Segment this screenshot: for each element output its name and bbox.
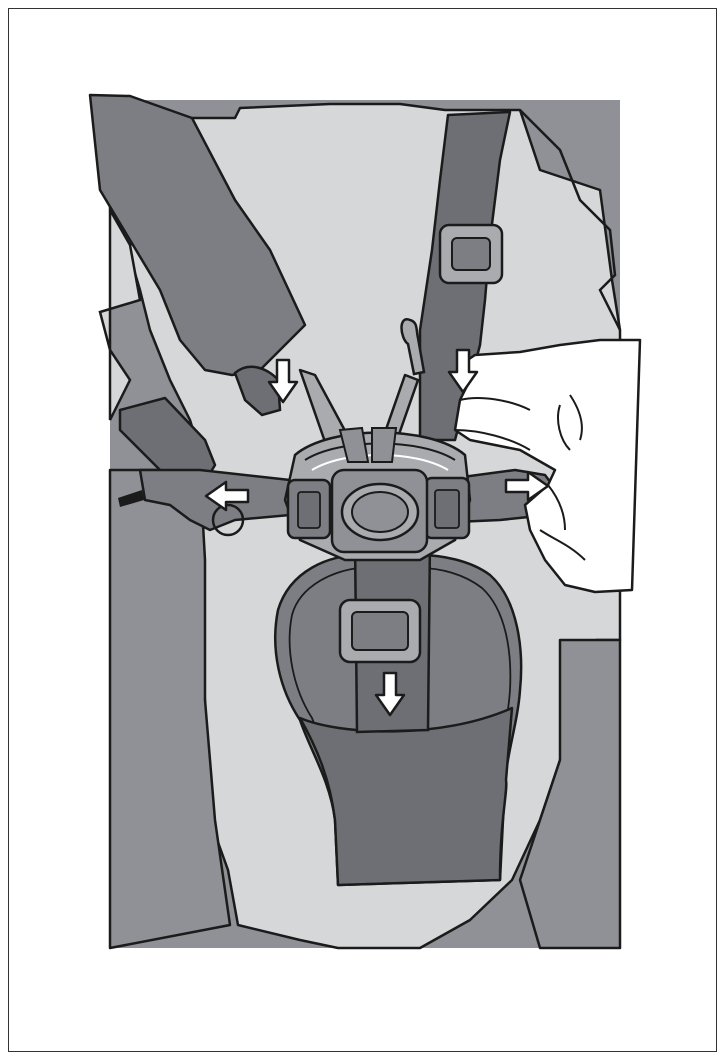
buckle-right-latch-slot [435,490,459,528]
buckle-left-latch-slot [298,492,320,528]
buckle-release-button-inner [352,492,408,532]
buckle-right-slot [372,428,396,462]
crotch-strap-adjuster-slot [352,612,408,650]
right-shoulder-adjuster-slot [452,238,490,270]
